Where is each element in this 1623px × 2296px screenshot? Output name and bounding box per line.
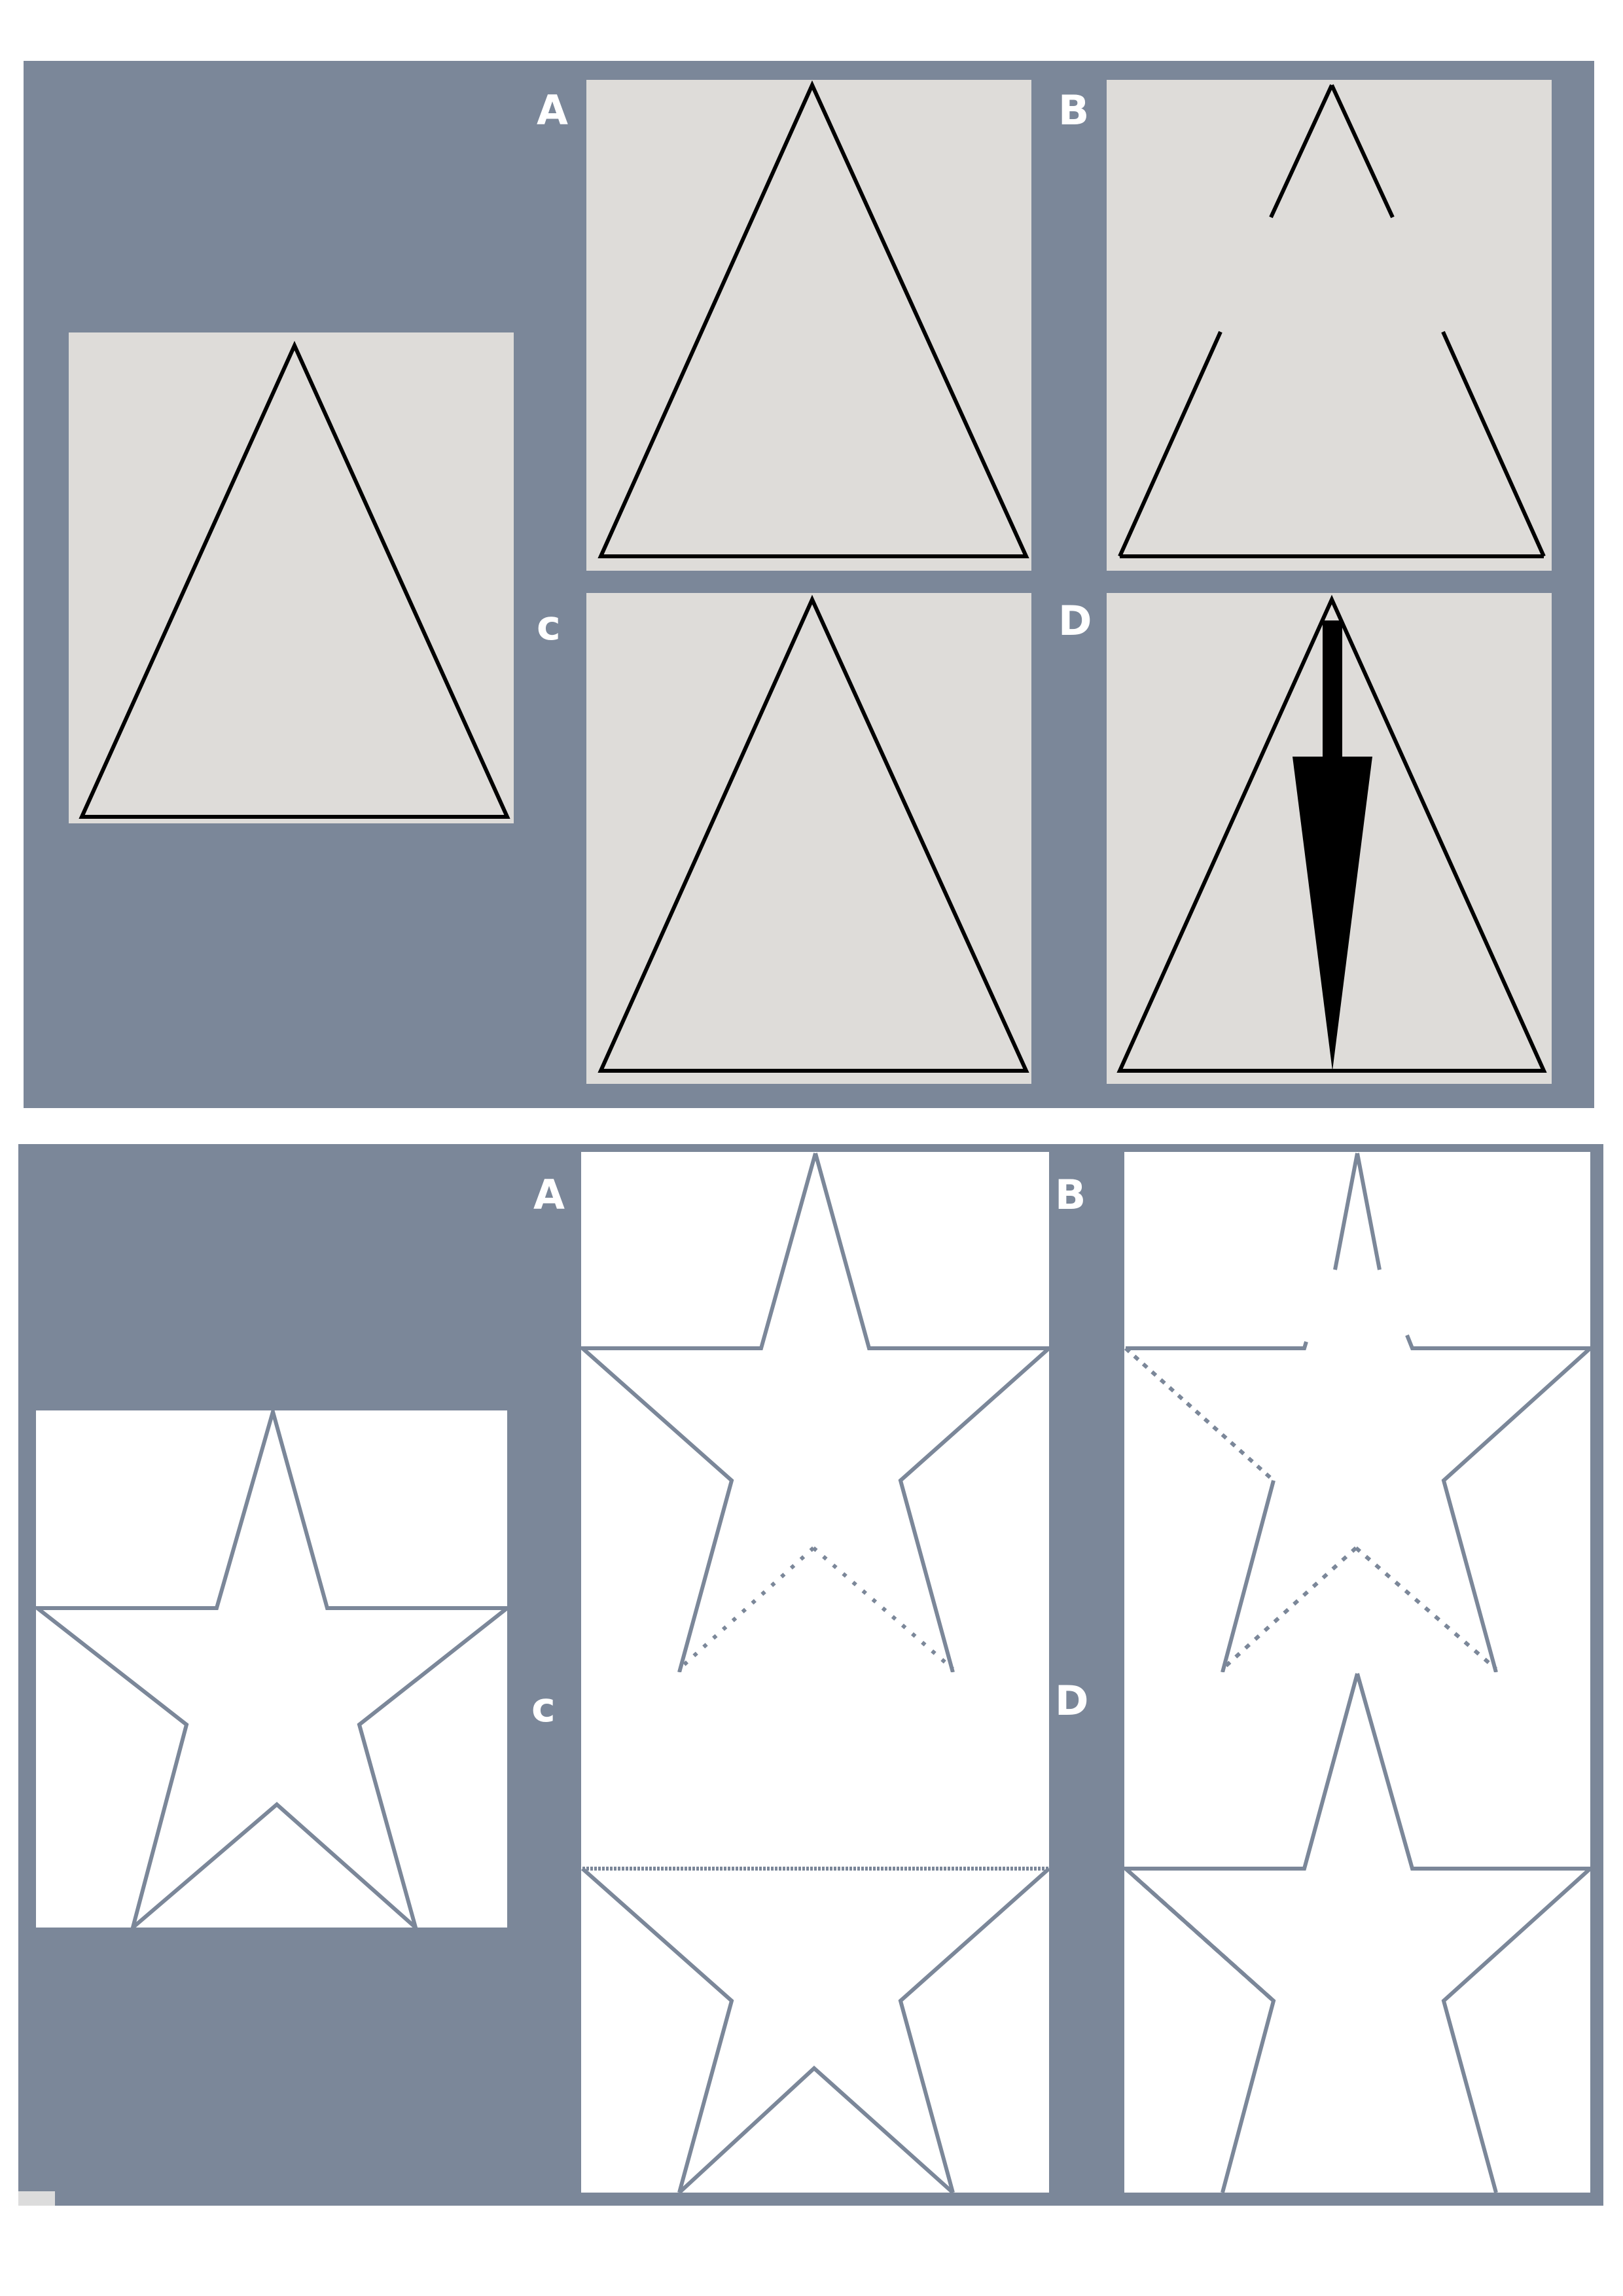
triangle-option-a-shape: [597, 80, 1029, 558]
star-option-a[interactable]: [581, 1152, 1049, 1672]
triangle-option-b-shape: [1118, 84, 1546, 558]
triangle-option-b[interactable]: [1107, 80, 1552, 571]
star-option-b[interactable]: [1124, 1152, 1590, 1672]
triangle-option-b-label: B: [1058, 86, 1090, 134]
star-option-a-shape: [581, 1153, 1049, 1672]
corner-mark: [18, 2191, 55, 2206]
star-option-c-label: c: [531, 1683, 556, 1731]
triangle-option-c-label: c: [537, 601, 561, 649]
star-option-d-shape: [1124, 1673, 1590, 2193]
star-option-a-label: A: [533, 1171, 565, 1219]
triangle-option-d[interactable]: [1107, 593, 1552, 1084]
star-option-c-shape: [581, 1867, 1049, 2193]
triangle-option-a-label: A: [537, 86, 568, 134]
triangle-option-d-shape: [1116, 594, 1547, 1073]
triangle-stimulus: [69, 332, 514, 823]
star-stimulus: [36, 1410, 507, 1928]
star-option-c[interactable]: [581, 1672, 1049, 2193]
star-option-b-label: B: [1055, 1171, 1086, 1219]
star-option-d-label: D: [1055, 1677, 1089, 1725]
star-option-b-shape: [1124, 1153, 1590, 1672]
star-option-d[interactable]: [1124, 1672, 1590, 2193]
triangle-option-c[interactable]: [586, 593, 1031, 1084]
triangle-option-c-shape: [597, 594, 1029, 1073]
triangle-option-a[interactable]: [586, 80, 1031, 571]
star-stimulus-shape: [36, 1410, 507, 1928]
triangle-stimulus-shape: [79, 340, 510, 819]
down-arrow-icon: [1293, 620, 1372, 1071]
triangle-option-d-label: D: [1058, 597, 1092, 645]
